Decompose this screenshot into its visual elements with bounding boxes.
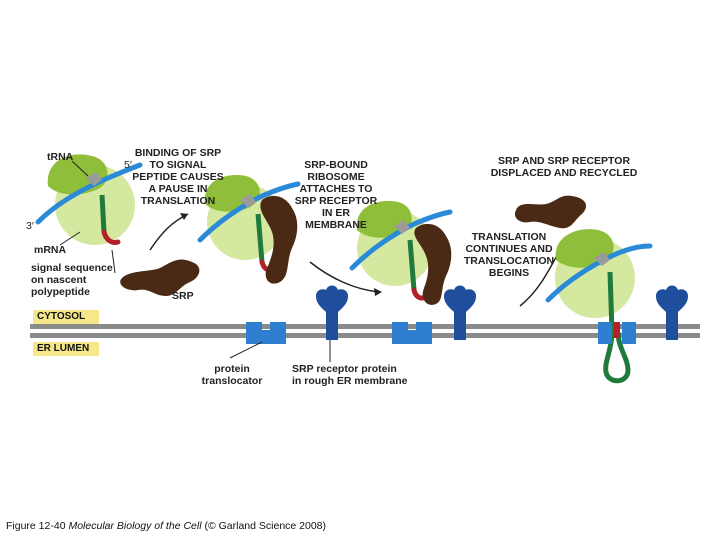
protein-translocator-label: protein translocator — [192, 363, 272, 387]
caption-title: Molecular Biology of the Cell — [68, 520, 202, 532]
step3-text: TRANSLATION CONTINUES AND TRANSLOCATION … — [460, 231, 558, 279]
step1-text: BINDING OF SRP TO SIGNAL PEPTIDE CAUSES … — [130, 147, 226, 207]
step3-line-4: BEGINS — [488, 267, 530, 279]
three-prime-label: 3′ — [26, 220, 34, 232]
step1-line-1: BINDING OF SRP — [134, 147, 222, 159]
signal-sequence-label: signal sequence on nascent polypeptide — [31, 262, 113, 298]
step3-line-3: TRANSLOCATION — [463, 255, 555, 267]
step2-line-6: MEMBRANE — [305, 219, 367, 231]
cytosol-tag: CYTOSOL — [33, 310, 99, 324]
caption-prefix: Figure 12-40 — [6, 520, 66, 532]
step1-line-5: TRANSLATION — [140, 195, 216, 207]
arrow-2 — [309, 261, 381, 293]
caption-suffix: (© Garland Science 2008) — [204, 520, 327, 532]
ribosome-stage-2 — [197, 175, 301, 284]
step2-line-1: SRP-BOUND — [304, 159, 368, 171]
step2-line-4: SRP RECEPTOR — [294, 195, 378, 207]
step3-line-1: TRANSLATION — [471, 231, 547, 243]
ribosome-stage-4 — [545, 229, 653, 384]
step2-text: SRP-BOUND RIBOSOME ATTACHES TO SRP RECEP… — [286, 159, 386, 231]
srp-particle-released — [514, 195, 587, 229]
protein-translocator-3 — [598, 322, 636, 344]
step1-line-4: A PAUSE IN — [148, 183, 208, 195]
signal-sequence-line-2: on nascent — [31, 274, 87, 286]
arrow-1 — [149, 213, 189, 251]
protein-translocator-line-2: translocator — [201, 375, 263, 387]
protein-translocator-line-1: protein — [214, 363, 250, 375]
step2-line-5: IN ER — [321, 207, 350, 219]
ribosome-stage-3 — [349, 201, 453, 305]
protein-translocator-1 — [246, 322, 286, 344]
step3-line-2: CONTINUES AND — [465, 243, 553, 255]
er-lumen-tag: ER LUMEN — [33, 342, 99, 356]
figure-caption: Figure 12-40 Molecular Biology of the Ce… — [6, 520, 326, 532]
mrna-label: mRNA — [34, 244, 67, 256]
srp-label: SRP — [172, 290, 194, 302]
five-prime-label: 5′ — [124, 159, 132, 171]
er-membrane — [30, 324, 700, 338]
ribosome-stage-1 — [35, 154, 143, 245]
step4-line-1: SRP AND SRP RECEPTOR — [497, 155, 631, 167]
srp-receptor-3 — [656, 285, 688, 340]
srp-receptor-line-2: in rough ER membrane — [292, 375, 408, 387]
step4-line-2: DISPLACED AND RECYCLED — [490, 167, 638, 179]
protein-translocator-2 — [392, 322, 432, 344]
step4-text: SRP AND SRP RECEPTOR DISPLACED AND RECYC… — [486, 155, 642, 179]
step1-line-2: TO SIGNAL — [149, 159, 207, 171]
srp-particle-free — [120, 259, 200, 296]
step2-line-3: ATTACHES TO — [299, 183, 373, 195]
srp-receptor-line-1: SRP receptor protein — [292, 363, 397, 375]
srp-receptor-1 — [316, 285, 348, 340]
srp-receptor-2 — [444, 285, 476, 340]
step1-line-3: PEPTIDE CAUSES — [132, 171, 224, 183]
step2-line-2: RIBOSOME — [307, 171, 365, 183]
srp-receptor-label: SRP receptor protein in rough ER membran… — [292, 363, 408, 387]
trna-label: tRNA — [47, 151, 74, 163]
signal-sequence-line-1: signal sequence — [31, 262, 113, 274]
signal-sequence-line-3: polypeptide — [31, 286, 90, 298]
